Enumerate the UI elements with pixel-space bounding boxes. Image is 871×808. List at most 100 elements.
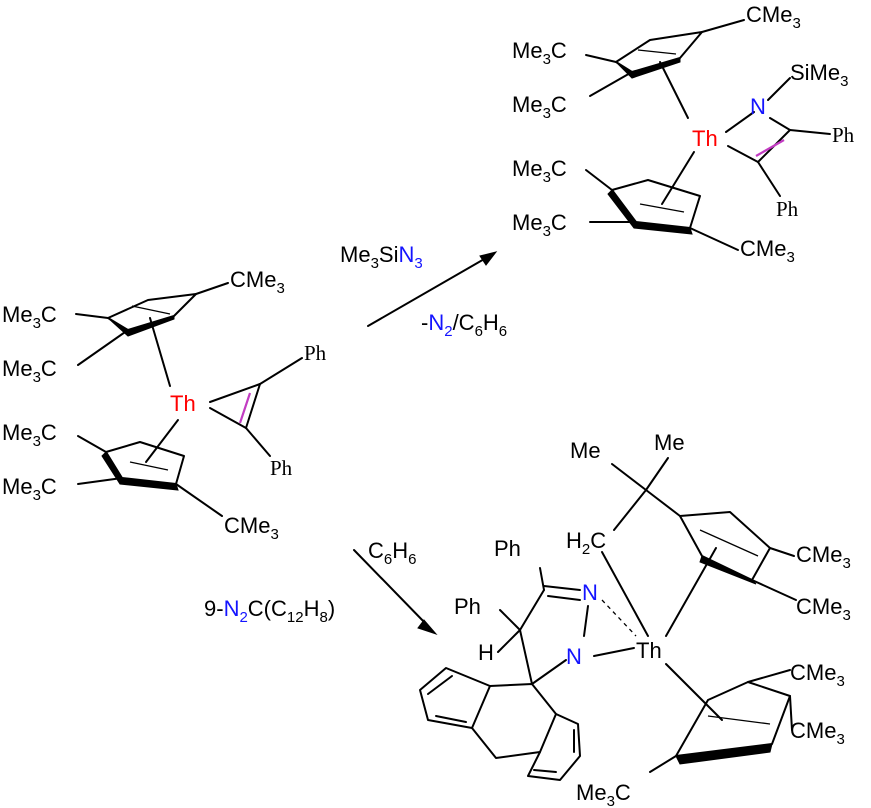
bottom-product-me3c: Me3C xyxy=(576,780,631,808)
reactant-th-c-bond xyxy=(209,383,261,403)
bottom-product-bond xyxy=(649,755,677,773)
reactant-cme3-bottom: CMe3 xyxy=(224,513,279,543)
reactant-bond xyxy=(195,282,229,295)
top-product-me3c-4: Me3C xyxy=(512,210,567,240)
top-arrow-head xyxy=(479,251,498,266)
bottom-product-lower-cp-wedge xyxy=(675,743,773,765)
bottom-product-nn-bond xyxy=(583,605,589,637)
reactant-cme3-top: CMe3 xyxy=(230,267,285,297)
bottom-product-cme3-3: CMe3 xyxy=(790,660,845,690)
bottom-product-cn-double-bond xyxy=(547,595,581,601)
bottom-solvent-label: C6H6 xyxy=(368,538,416,568)
bottom-product-th-cp-bond xyxy=(665,663,723,721)
reactant-thorium: Th xyxy=(170,391,196,416)
bottom-product-nitrogen-2: N xyxy=(566,644,582,669)
reactant-me3c-2: Me3C xyxy=(2,356,57,386)
top-product-bond xyxy=(689,227,739,251)
bottom-product-upper-cp-wedge xyxy=(699,555,757,585)
bottom-product-bond xyxy=(751,579,797,601)
bottom-product-bond xyxy=(497,629,521,653)
top-product-cme3-bottom: CMe3 xyxy=(740,236,795,266)
bottom-product-bond xyxy=(539,567,545,591)
bottom-product-me-1: Me xyxy=(570,438,601,463)
top-product-phenyl-1: Ph xyxy=(832,123,855,147)
bottom-product-bond xyxy=(645,489,681,517)
top-product-nitrogen: N xyxy=(750,94,766,119)
bottom-product-cme3-1: CMe3 xyxy=(796,542,851,572)
bottom-product-ch2-th-bond xyxy=(601,551,649,637)
reactant-bond xyxy=(245,427,271,457)
top-reaction-arrow xyxy=(367,257,487,327)
reactant-me3c-1: Me3C xyxy=(2,302,57,332)
reactant-purple-double-bond xyxy=(238,392,252,424)
bottom-reagent-label: 9-N2C(C12H8) xyxy=(204,596,335,626)
bottom-product-bond xyxy=(611,463,647,491)
bottom-product-h2c: H2C xyxy=(566,528,606,558)
bottom-product-phenyl-2: Ph xyxy=(454,594,481,619)
top-product-th-cp-bond xyxy=(661,151,695,205)
bottom-product-hydrogen: H xyxy=(478,640,494,665)
top-reaction-arrow-group: Me3SiN3 -N2/C6H6 xyxy=(340,242,507,340)
top-product-bond xyxy=(589,71,633,97)
bottom-product-cme3-4: CMe3 xyxy=(790,718,845,748)
top-product-th-cp-bond xyxy=(659,61,689,119)
top-product-upper-cp-inner xyxy=(637,49,677,55)
reactant-th-cp-bond xyxy=(145,419,179,463)
bottom-product-bond xyxy=(519,589,545,631)
reactant-phenyl-1: Ph xyxy=(304,341,327,365)
reactant-me3c-3: Me3C xyxy=(2,420,57,450)
bottom-product-cme3-2: CMe3 xyxy=(796,594,851,624)
top-product-purple-double-bond xyxy=(755,139,785,157)
bottom-product-fluorene-five-ring xyxy=(471,683,557,759)
top-product-bond xyxy=(701,19,745,33)
bottom-product-fluorene-left-ring xyxy=(419,667,491,729)
reactant-bond xyxy=(259,357,303,385)
top-product-bond xyxy=(585,169,613,191)
bottom-arrow-head xyxy=(417,619,438,636)
top-product-phenyl-2: Ph xyxy=(776,197,799,221)
reactant-phenyl-2: Ph xyxy=(270,456,293,480)
reactant-th-cp-bond xyxy=(149,317,171,387)
bottom-product-bond xyxy=(645,457,669,491)
top-product-bond xyxy=(789,129,831,135)
bottom-reaction-arrow-group: C6H6 9-N2C(C12H8) xyxy=(204,538,438,636)
bottom-product-lower-cp-inner xyxy=(707,715,771,725)
bottom-product-fluorene-right-ring xyxy=(527,713,581,781)
top-product-me3c-2: Me3C xyxy=(512,92,567,122)
top-product-me3c-1: Me3C xyxy=(512,38,567,68)
reactant-molecule: CMe3 Me3C Me3C Th Ph Ph Me3C Me3C CMe3 xyxy=(2,267,327,543)
bottom-product-bond xyxy=(747,669,791,683)
bottom-product-n-th-bond xyxy=(593,647,635,657)
reactant-bond xyxy=(77,477,123,485)
bottom-product-thorium: Th xyxy=(636,638,662,663)
top-product-thorium: Th xyxy=(692,126,718,151)
bottom-product-aromatic-bond xyxy=(435,715,467,723)
top-product-lower-cp-wedge xyxy=(607,189,693,235)
reactant-bond xyxy=(75,313,109,319)
bottom-product-aromatic-bond xyxy=(533,769,557,773)
reactant-me3c-4: Me3C xyxy=(2,474,57,504)
bottom-product-bond xyxy=(519,629,533,685)
bottom-product-n-th-dashed-bond xyxy=(601,599,637,637)
bottom-product-bond xyxy=(769,547,795,557)
bottom-product-bond xyxy=(531,659,567,685)
bottom-reaction-arrow xyxy=(353,549,429,627)
reactant-upper-cp-inner xyxy=(131,305,171,315)
top-product-th-n-bond xyxy=(725,111,755,133)
top-conditions-label: -N2/C6H6 xyxy=(421,310,507,340)
top-product-bond xyxy=(757,161,781,197)
bottom-product-phenyl-1: Ph xyxy=(494,536,521,561)
top-product-simе3: SiMe3 xyxy=(790,60,848,90)
top-product-cme3-top: CMe3 xyxy=(746,2,801,32)
top-product-lower-cp-inner xyxy=(639,203,685,213)
top-product-bond xyxy=(585,54,617,63)
reactant-upper-cp-wedge xyxy=(107,315,175,337)
reactant-cc-bond xyxy=(245,383,261,429)
bottom-product-molecule: Me Me H2C Ph Ph H N N Th CMe3 CMe3 CMe3 … xyxy=(419,430,851,808)
reactant-th-c-bond xyxy=(209,407,247,429)
bottom-product-bond xyxy=(499,609,521,631)
reactant-bond xyxy=(175,483,223,517)
bottom-product-th-cp-bond xyxy=(665,547,717,637)
bottom-product-cn-double-bond xyxy=(543,585,581,591)
